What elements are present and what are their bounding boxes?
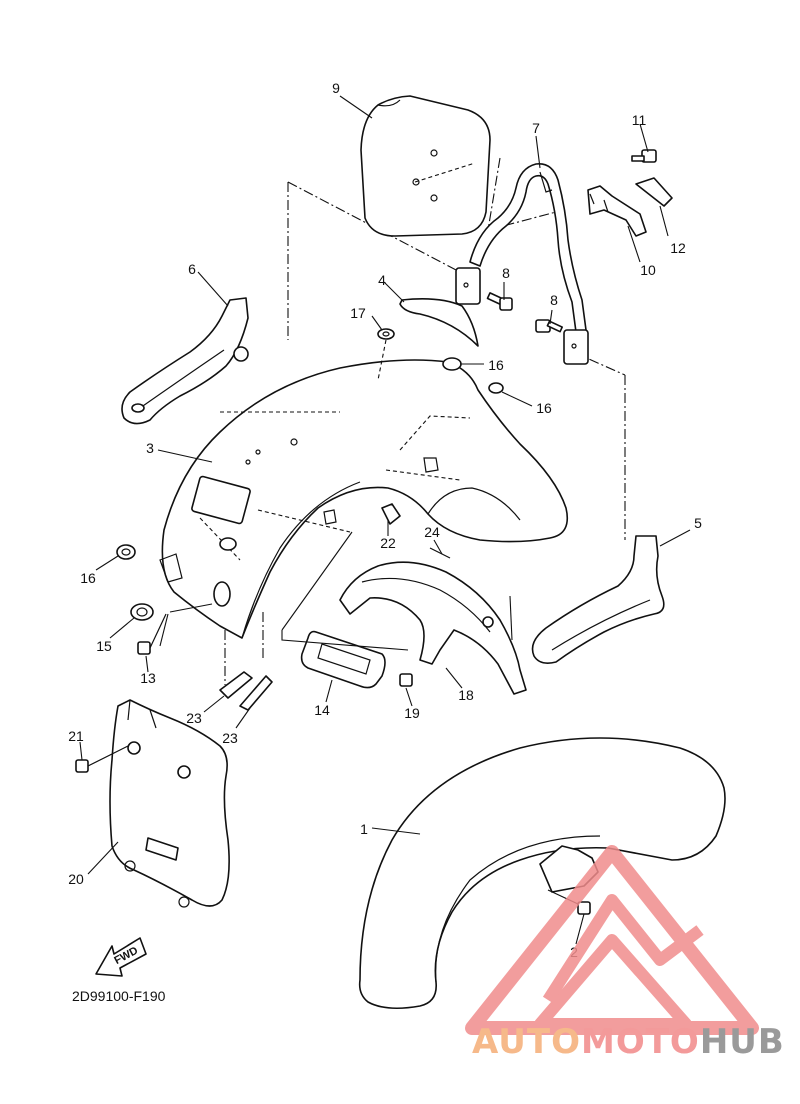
wm-auto: AUTO	[472, 1022, 581, 1062]
callout-labels: 9 7 11 12 10 8 8 4 17 16 16 6 3 5 22 24 …	[68, 80, 702, 960]
part-14-reflector	[300, 630, 386, 689]
part-1-front-fender	[358, 737, 726, 1010]
part-18-inner-fender	[339, 561, 527, 695]
part-8-bolt-left	[486, 292, 513, 311]
wm-moto: MOTO	[581, 1022, 700, 1062]
part-5-right-stay	[531, 535, 665, 664]
callout-19: 19	[404, 705, 420, 721]
callout-20: 20	[68, 871, 84, 887]
dashed-connections	[159, 531, 513, 651]
part-4-trim	[399, 298, 479, 347]
callout-23-a: 23	[186, 710, 202, 726]
wm-hub: HUB	[700, 1022, 785, 1062]
callout-9: 9	[332, 80, 340, 96]
callout-11: 11	[632, 112, 647, 128]
part-19-bolt	[399, 673, 413, 687]
callout-8-right: 8	[550, 292, 558, 308]
part-11-bolt	[631, 149, 657, 163]
part-16-grommet-a	[442, 357, 462, 371]
part-15-grommet	[130, 603, 154, 621]
part-8-bolt-right	[535, 319, 563, 333]
callout-18: 18	[458, 687, 474, 703]
callout-14: 14	[314, 702, 330, 718]
part-6-left-stay	[121, 297, 249, 425]
callout-16-right: 16	[536, 400, 552, 416]
logo-m-stroke	[542, 894, 704, 1004]
callout-24: 24	[424, 524, 440, 540]
callout-22: 22	[380, 535, 396, 551]
callout-4: 4	[378, 272, 386, 288]
svg-text:AUTOMOTOHUB: AUTOMOTOHUB	[472, 1022, 785, 1062]
logo-triangle-inner	[534, 934, 692, 1030]
part-7-backrest-bar	[455, 163, 589, 365]
part-12-pad	[635, 177, 673, 207]
callout-10: 10	[640, 262, 656, 278]
callout-7: 7	[532, 120, 540, 136]
diagram-code: 2D99100-F190	[72, 988, 166, 1004]
part-23-pad-b	[239, 675, 273, 711]
watermark-logo	[465, 845, 759, 1035]
fwd-arrow-icon: FWD	[95, 937, 147, 977]
part-3-rear-fender	[159, 359, 569, 639]
part-9-backrest-pad	[360, 95, 491, 237]
callout-21: 21	[68, 728, 84, 744]
callout-1: 1	[360, 821, 368, 837]
part-16-grommet-c	[116, 544, 136, 560]
part-24-piece	[429, 547, 451, 559]
callout-13: 13	[140, 670, 156, 686]
watermark-text: AUTOMOTOHUB	[472, 1022, 785, 1062]
callout-15: 15	[96, 638, 112, 654]
callout-23-b: 23	[222, 730, 238, 746]
part-20-side-cover	[109, 699, 230, 908]
callout-5: 5	[694, 515, 702, 531]
part-22-clip	[381, 503, 401, 525]
part-10-bracket	[587, 185, 647, 237]
callout-6: 6	[188, 261, 196, 277]
callout-17: 17	[350, 305, 366, 321]
callout-16-left: 16	[80, 570, 96, 586]
part-16-grommet-b	[488, 382, 504, 394]
callout-12: 12	[670, 240, 686, 256]
callout-16-top: 16	[488, 357, 504, 373]
callout-leaders	[79, 95, 691, 945]
part-17-washer	[377, 328, 395, 340]
part-13-bolt	[137, 613, 167, 655]
part-23-pad-a	[219, 671, 253, 699]
callout-8-left: 8	[502, 265, 510, 281]
callout-3: 3	[146, 440, 154, 456]
